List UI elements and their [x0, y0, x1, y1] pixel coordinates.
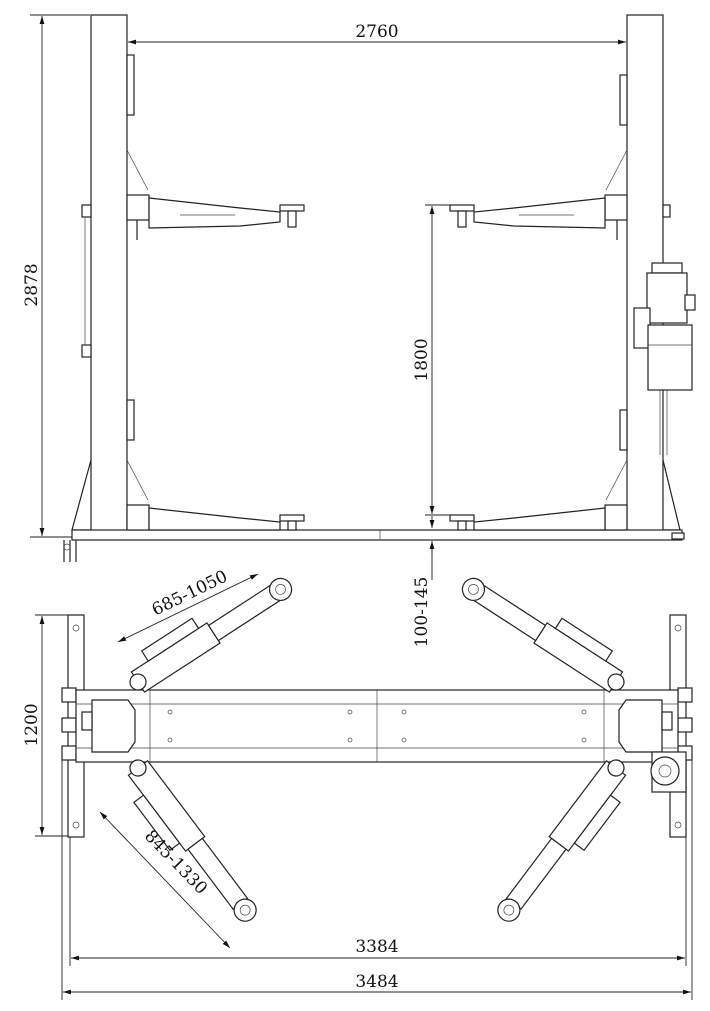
plan-view: 685-1050 845-1330 1200 3384 3484: [22, 567, 693, 1000]
base-depth-label: 1200: [22, 703, 42, 746]
min-pad-height-label: 100-145: [412, 577, 432, 648]
column-spacing-label: 2760: [355, 22, 398, 42]
anchor-bolts: [63, 540, 77, 562]
hydraulic-power-unit: [633, 262, 696, 455]
arm-lower-left: [127, 759, 257, 922]
base-plate: [71, 529, 683, 541]
lower-carriages: [126, 504, 628, 531]
overall-width-label: 3484: [355, 972, 398, 992]
front-elevation-view: 2760 2878 1800 100-145: [22, 14, 696, 648]
right-column-section: [618, 699, 663, 753]
arm-upper-right: [461, 577, 625, 693]
upper-carriages: [126, 194, 628, 240]
inner-width-label: 3384: [355, 937, 398, 957]
power-unit-top-view: [650, 751, 687, 793]
max-lift-height-label: 1800: [412, 338, 432, 381]
arm-lower-right: [497, 759, 627, 922]
left-column-section: [91, 699, 136, 753]
total-height-label: 2878: [22, 263, 42, 306]
left-column: [71, 14, 149, 538]
